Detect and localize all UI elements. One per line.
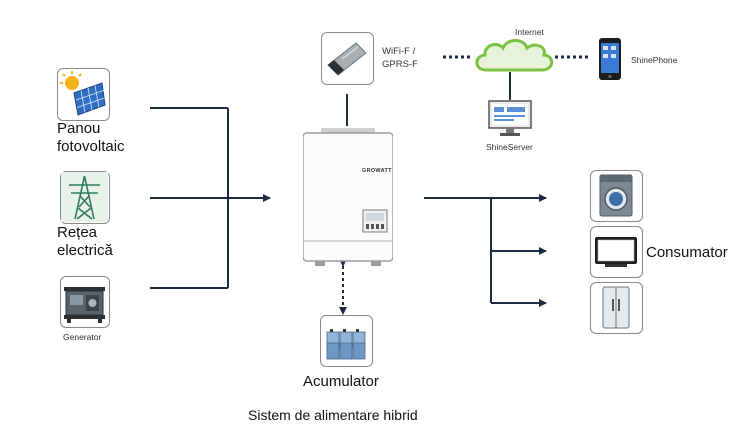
wifi-label-line1: WiFi-F / [382,46,416,57]
solar-label-line1: Panou [57,120,101,137]
grid-label: Rețea electrică [57,224,113,260]
cloud-icon [475,39,554,72]
power-tower-icon [61,172,108,222]
inverter-icon [303,128,393,266]
caption: Sistem de alimentare hibrid [248,407,418,423]
source-bus [150,107,271,289]
grid-label-line1: Rețea [57,224,98,241]
shineserver-label: ShineServer [486,142,533,152]
generator-icon [64,287,105,323]
loads-label: Consumator [646,244,728,261]
internet-label: Internet [515,27,544,37]
load-bus [424,194,547,307]
solar-panel-tile [57,68,110,121]
washing-machine-icon [599,174,633,217]
washing-machine-tile [590,170,643,222]
grid-tower-tile [60,171,110,224]
wifi-label-line2: GPRS-F [382,59,418,70]
battery-label: Acumulator [303,373,379,390]
fridge-tile [590,282,643,334]
solar-label: Panou fotovoltaic [57,120,125,156]
wifi-label: WiFi-F / GPRS-F [382,45,418,71]
smartphone-icon [599,38,621,80]
battery-tile [320,315,373,367]
grid-label-line2: electrică [57,242,113,259]
generator-label: Generator [63,332,102,342]
monitor-icon [488,100,532,136]
wifi-dongle-icon [327,42,367,76]
television-icon [595,237,637,267]
wifi-module-tile [321,32,374,85]
solar-label-line2: fotovoltaic [57,138,125,155]
generator-tile [60,276,110,328]
inverter-brand: GROWATT [362,168,392,174]
solar-panel-icon [60,71,106,116]
shinephone-label: ShinePhone [631,55,678,65]
battery-icon [326,329,366,360]
tv-tile [590,226,643,278]
refrigerator-icon [602,286,630,329]
